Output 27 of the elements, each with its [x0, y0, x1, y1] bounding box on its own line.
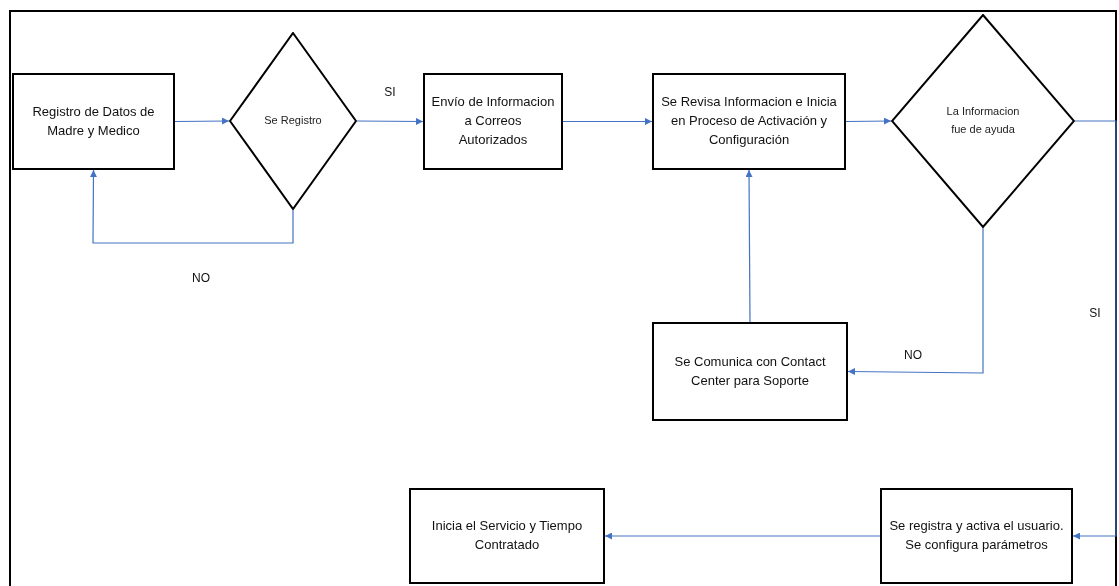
edge-label: SI	[1087, 306, 1103, 320]
process-text: Inicia el Servicio y Tiempo Contratado	[430, 517, 584, 554]
process-box	[423, 73, 563, 170]
arrow	[356, 117, 424, 125]
arrow	[562, 118, 653, 125]
arrow	[745, 169, 753, 323]
arrow	[847, 227, 984, 376]
arrow	[174, 117, 230, 125]
decision-text: Se Registro	[264, 113, 322, 129]
process-box	[652, 73, 846, 170]
process-text: Envío de Informacion a Correos Autorizados	[430, 93, 556, 149]
process-box	[652, 322, 848, 421]
process-text: Registro de Datos de Madre y Medico	[31, 102, 156, 140]
arrow	[89, 169, 294, 244]
edge-label: NO	[902, 348, 924, 362]
arrow	[845, 117, 892, 125]
edge-label: SI	[382, 85, 398, 99]
process-text: Se registra y activa el usuario. Se configura parámetros	[888, 517, 1065, 554]
process-text: Se Revisa Informacion e Inicia en Proceso de Activación y Configuración	[660, 93, 838, 149]
arrow	[1072, 120, 1117, 540]
arrow	[604, 532, 881, 540]
process-box	[409, 488, 605, 584]
process-box	[12, 73, 175, 170]
edge-label: NO	[190, 271, 212, 285]
process-box	[880, 488, 1073, 584]
process-text: Se Comunica con Contact Center para Soporte	[673, 352, 827, 390]
decision-text: La Informacion fue de ayuda	[945, 104, 1021, 137]
